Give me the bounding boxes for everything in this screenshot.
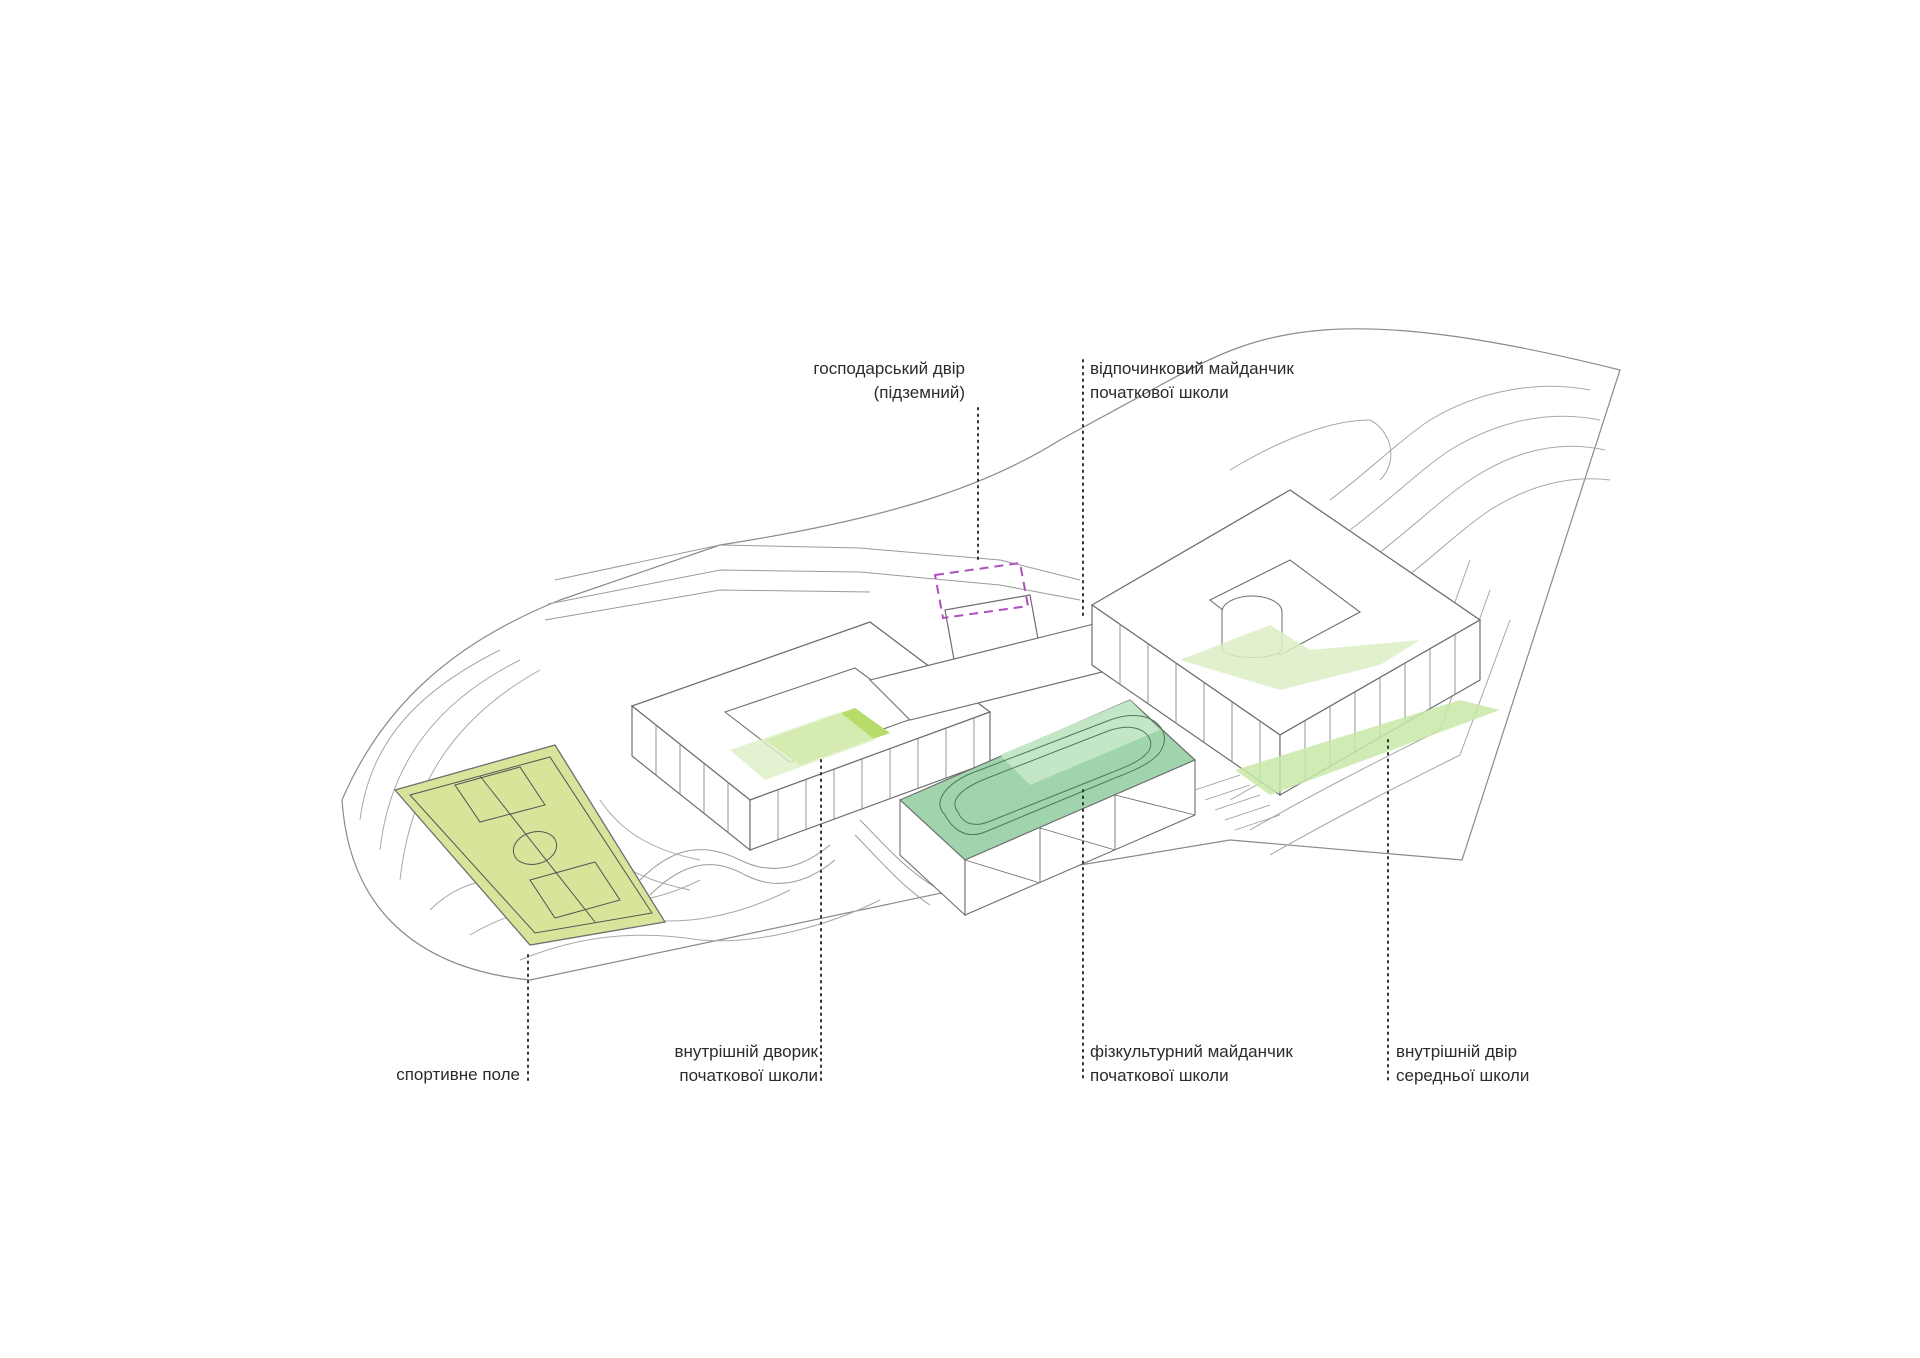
label-rest-area: відпочинковий майданчик початкової школи: [1090, 357, 1294, 405]
contour-line: [599, 799, 701, 861]
step-line: [1234, 814, 1281, 831]
primary-lawn-front: [730, 712, 875, 780]
middle-school-building: [1090, 489, 1500, 797]
label-inner-courtyard-middle: внутрішній двір середньої школи: [1396, 1040, 1529, 1088]
field-center-circle: [512, 831, 558, 865]
middle-lawn-upper: [1180, 625, 1420, 690]
ramp-path: [649, 859, 836, 896]
ramp-path: [859, 819, 941, 891]
service-yard-underground-outline: [933, 561, 1030, 620]
contour-line: [1369, 445, 1606, 561]
field-penalty-box-bottom: [529, 861, 621, 919]
field-penalty-box-top: [454, 766, 546, 823]
label-inner-courtyard-primary: внутрішній дворик початкової школи: [674, 1040, 818, 1088]
label-service-yard-line2: (підземний): [873, 383, 965, 402]
site-boundary: [341, 328, 1621, 981]
ramp-path: [639, 844, 831, 881]
label-inner-courtyard-middle-line2: середньої школи: [1396, 1066, 1530, 1085]
leader-lines: [527, 359, 1389, 1081]
contour-line: [1229, 419, 1371, 471]
sports-field: [393, 744, 667, 946]
step-line: [1204, 784, 1251, 801]
step-line: [1194, 774, 1241, 791]
contour-line: [1389, 478, 1611, 591]
label-rest-area-line1: відпочинковий майданчик: [1090, 359, 1294, 378]
field-markings: [409, 756, 653, 934]
running-track: [939, 715, 1165, 836]
road-edge: [554, 544, 1081, 581]
label-rest-area-line2: початкової школи: [1090, 383, 1229, 402]
sports-hall-light-area: [1000, 700, 1160, 785]
primary-facade-mullions: [655, 718, 975, 840]
contour-line: [399, 669, 541, 881]
road-edge: [547, 569, 1081, 605]
road-edge: [544, 589, 871, 621]
contour-line: [1349, 415, 1601, 531]
contour-line: [519, 899, 881, 961]
track-lane: [954, 726, 1152, 825]
field-center-line: [479, 775, 596, 923]
truss-member: [1039, 827, 1116, 851]
label-sports-field-line1: спортивне поле: [396, 1065, 520, 1084]
ramp-paths: [639, 819, 941, 906]
label-service-yard: господарський двір (підземний): [813, 357, 965, 405]
label-sports-field: спортивне поле: [396, 1063, 520, 1087]
ramp-path: [854, 834, 931, 906]
sports-hall: [898, 699, 1197, 917]
access-road: [544, 544, 1081, 621]
track-lane: [939, 715, 1165, 836]
middle-lawn-lower: [1235, 700, 1500, 795]
contour-line: [379, 659, 521, 851]
contour-line: [359, 649, 501, 821]
sports-field-surface: [393, 744, 667, 946]
label-inner-courtyard-primary-line1: внутрішній дворик: [674, 1042, 818, 1061]
truss-member: [964, 859, 1041, 884]
label-service-yard-line1: господарський двір: [813, 359, 965, 378]
step-line: [1214, 794, 1261, 811]
contour-line: [1269, 619, 1511, 856]
label-inner-courtyard-middle-line1: внутрішній двір: [1396, 1042, 1518, 1061]
contour-line: [1329, 385, 1591, 501]
truss-member: [1114, 794, 1196, 816]
label-pe-area-line1: фізкультурний майданчик: [1090, 1042, 1293, 1061]
sports-hall-truss: [964, 794, 1196, 884]
field-inner-line: [409, 756, 653, 934]
label-inner-courtyard-primary-line2: початкової школи: [679, 1066, 818, 1085]
contour-line: [1369, 419, 1392, 481]
step-line: [1224, 804, 1271, 821]
label-pe-area-line2: початкової школи: [1090, 1066, 1229, 1085]
label-pe-area: фізкультурний майданчик початкової школи: [1090, 1040, 1293, 1088]
entrance-steps: [1194, 774, 1281, 831]
